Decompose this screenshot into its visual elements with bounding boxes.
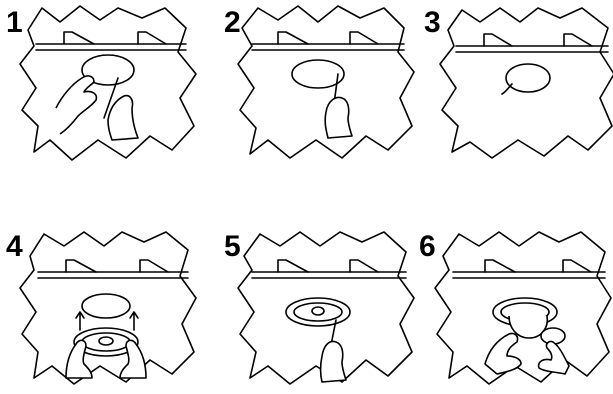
shelf-with-brackets — [252, 32, 404, 50]
installation-illustration — [218, 0, 418, 170]
installation-illustration — [418, 0, 613, 170]
shelf-with-brackets — [252, 260, 406, 278]
opening-outline — [82, 294, 130, 318]
step-panel-4: 4 — [0, 224, 200, 394]
step-panel-6: 6 — [413, 224, 613, 394]
fitted-gasket-ring — [286, 298, 350, 326]
shelf-with-brackets — [453, 260, 605, 278]
shelf-with-brackets — [36, 32, 186, 50]
step-panel-3: 3 — [418, 0, 613, 170]
step-panel-1: 1 — [0, 0, 200, 170]
hand-left — [56, 76, 96, 134]
step-panel-2: 2 — [218, 0, 418, 170]
hand-left — [485, 333, 521, 374]
installation-illustration — [218, 224, 418, 394]
hand-with-knife — [321, 320, 347, 382]
paper-seal-with-tab — [502, 64, 550, 94]
installation-illustration — [413, 224, 613, 394]
step-panel-5: 5 — [218, 224, 418, 394]
shelf-with-brackets — [456, 34, 608, 52]
installation-illustration — [0, 0, 200, 170]
hand-right — [539, 341, 569, 374]
installation-illustration — [0, 224, 200, 394]
shelf-with-brackets — [38, 260, 188, 278]
hand-right-with-knife — [104, 78, 138, 140]
